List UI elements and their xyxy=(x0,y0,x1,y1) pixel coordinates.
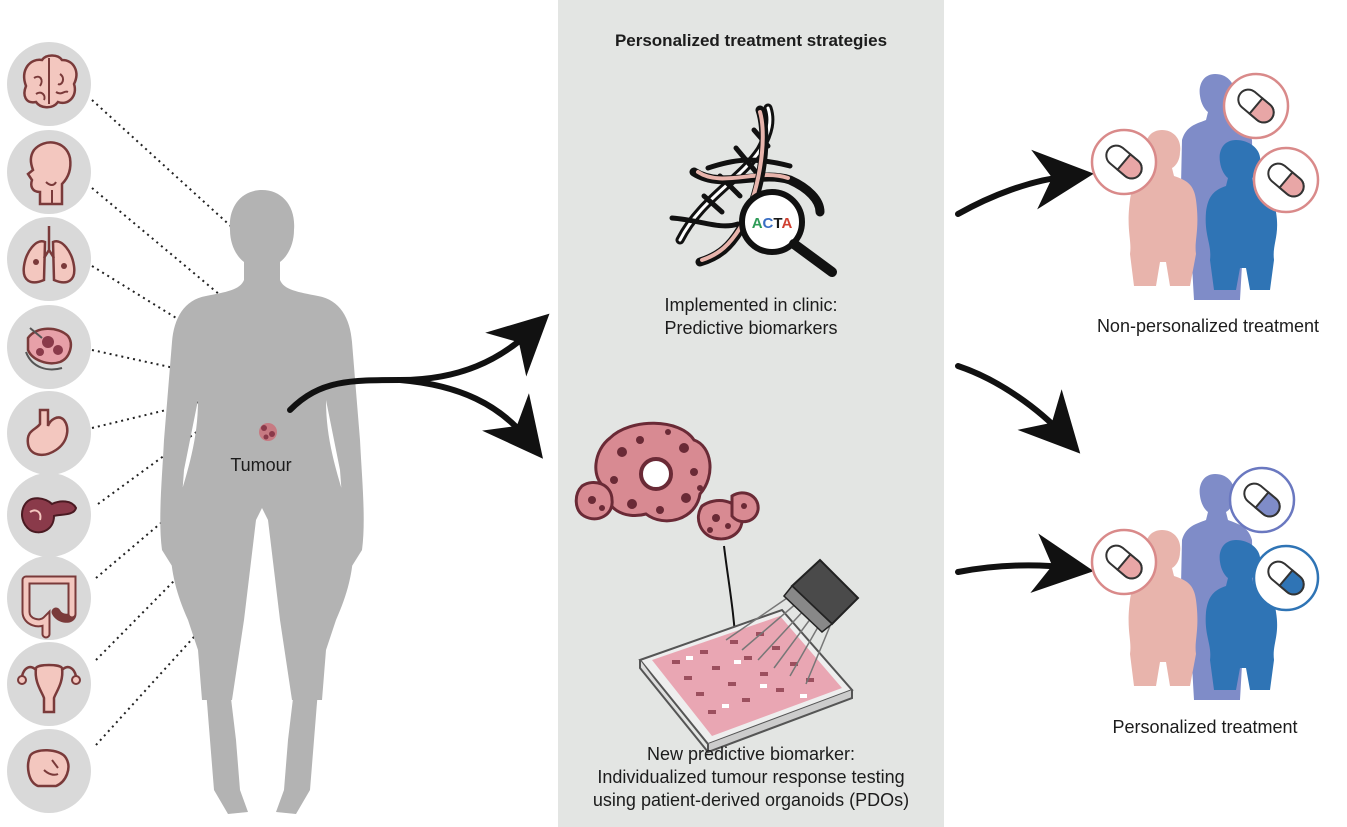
pdo-label-line2: Individualized tumour response testing xyxy=(597,767,905,787)
base-t: T xyxy=(773,215,782,232)
pdo-label-line1: New predictive biomarker: xyxy=(646,744,856,764)
personalized-label: Personalized treatment xyxy=(1112,717,1298,737)
pill-icon xyxy=(1252,146,1320,214)
base-a: A xyxy=(752,215,763,232)
pill-icon xyxy=(1222,72,1290,140)
pdo-label: New predictive biomarker: Individualized… xyxy=(548,743,954,812)
colon-icon xyxy=(7,556,91,640)
base-a2: A xyxy=(781,215,792,232)
head-neck-icon xyxy=(7,130,91,214)
arrow-to-non-personalized xyxy=(955,149,1094,217)
blue-person-icon xyxy=(1205,540,1278,690)
organ-column xyxy=(7,42,91,813)
dna-magnifier-icon: ACTA xyxy=(669,103,837,277)
arrow-to-personalized xyxy=(955,363,1081,454)
lungs-icon xyxy=(7,217,91,301)
branch-arrows xyxy=(287,313,550,459)
stomach-icon xyxy=(7,391,91,475)
organoids-icon xyxy=(574,421,760,658)
tumour-icon xyxy=(259,423,277,441)
pill-icon xyxy=(1252,544,1320,612)
outcome-arrows xyxy=(955,149,1094,593)
biomarker-label-line2: Predictive biomarkers xyxy=(664,318,838,338)
base-c: C xyxy=(763,215,774,232)
pink-person-icon xyxy=(1128,130,1198,286)
uterus-icon xyxy=(7,642,91,726)
tumour-label: Tumour xyxy=(230,455,292,475)
dna-sequence-text: ACTA xyxy=(752,215,793,232)
panel-title: Personalized treatment strategies xyxy=(614,31,888,50)
pink-person-icon xyxy=(1128,530,1198,686)
well-plate-icon xyxy=(638,558,860,754)
pdo-label-line3: using patient-derived organoids (PDOs) xyxy=(592,790,910,810)
pill-icon xyxy=(1228,466,1296,534)
pancreas-icon xyxy=(7,473,91,557)
other-organ-icon xyxy=(7,729,91,813)
biomarker-label: Implemented in clinic: Predictive biomar… xyxy=(558,294,944,340)
brain-icon xyxy=(7,42,91,126)
blue-person-icon xyxy=(1205,140,1278,290)
arrow-to-pdo xyxy=(397,377,544,459)
non-personalized-label: Non-personalized treatment xyxy=(1096,316,1320,336)
liver-icon xyxy=(7,305,91,389)
pill-icon xyxy=(1090,528,1158,596)
human-silhouette xyxy=(160,190,364,814)
personalized-group xyxy=(1090,466,1320,700)
non-personalized-group xyxy=(1090,72,1320,300)
biomarker-label-line1: Implemented in clinic: xyxy=(664,295,838,315)
pill-icon xyxy=(1090,128,1158,196)
arrow-to-personalized-group xyxy=(955,533,1094,593)
